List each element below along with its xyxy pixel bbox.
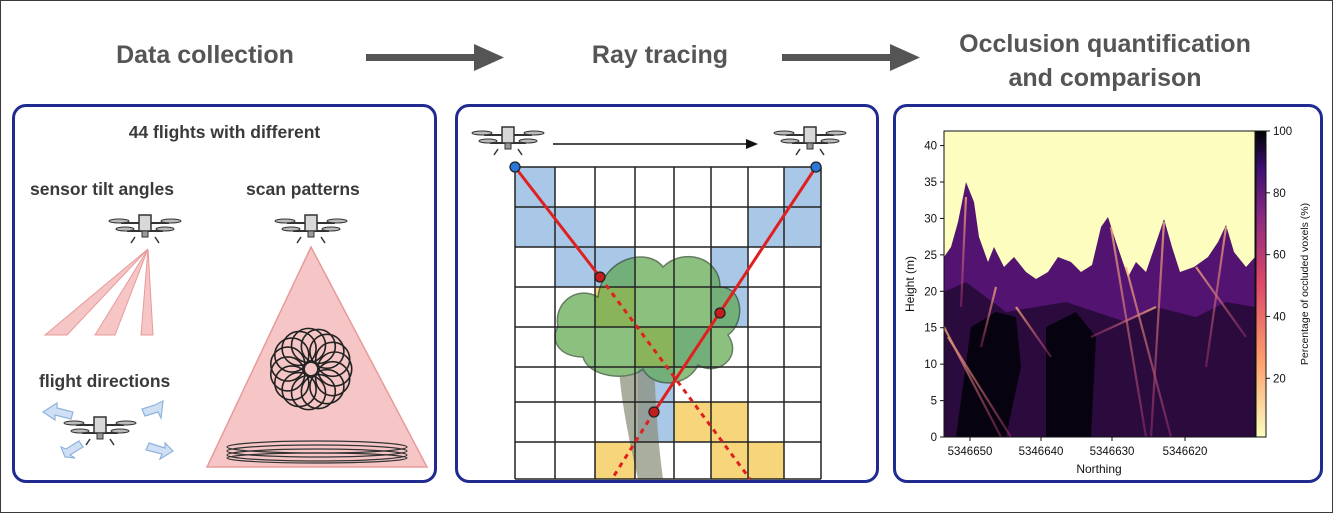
linear-scan-icon — [226, 440, 408, 464]
drone-icon — [108, 214, 182, 244]
drone-icon — [471, 126, 545, 156]
scan-patterns-label: scan patterns — [246, 179, 360, 199]
rays — [513, 166, 818, 480]
drone-icon — [274, 214, 348, 244]
step-title-occlusion-line1: Occlusion quantification — [959, 30, 1251, 58]
arrow-right-icon — [366, 44, 504, 71]
colorbar-tick-label: 20 — [1273, 373, 1286, 385]
y-tick-label: 15 — [924, 323, 937, 335]
y-tick-label: 35 — [924, 177, 937, 189]
y-axis-ticks: 0 5 10 15 20 25 30 35 40 — [924, 141, 944, 444]
flight-path-arrow-icon — [553, 139, 758, 149]
hit-points — [509, 161, 822, 418]
heatmap-image — [944, 131, 1255, 437]
voxel-grid — [514, 166, 822, 480]
y-tick-label: 30 — [924, 213, 937, 225]
colorbar-ticks: 20 40 60 80 100 — [1266, 126, 1292, 385]
ray-tracing-illustration — [471, 126, 847, 480]
rosette-scan-icon — [269, 327, 353, 411]
x-axis-ticks: 5346650 5346640 5346630 5346620 — [948, 437, 1208, 458]
step-title-ray-tracing: Ray tracing — [591, 41, 729, 69]
y-tick-label: 20 — [924, 286, 937, 298]
drone-icon — [773, 126, 847, 156]
colorbar-tick-label: 40 — [1273, 311, 1286, 323]
y-tick-label: 10 — [924, 359, 937, 371]
panel-ray-tracing — [455, 104, 879, 483]
flights-heading: 44 flights with different — [128, 122, 321, 142]
flight-directions-label: flight directions — [39, 371, 171, 391]
y-tick-label: 40 — [924, 141, 937, 153]
x-tick-label: 5346640 — [1019, 446, 1064, 458]
sensor-tilt-label: sensor tilt angles — [30, 179, 174, 199]
y-tick-label: 0 — [931, 432, 937, 444]
colorbar-tick-label: 100 — [1273, 126, 1292, 138]
colorbar — [1255, 130, 1267, 438]
colorbar-label: Percentage of occluded voxels (%) — [1299, 203, 1311, 365]
flow-arrows — [366, 44, 920, 71]
direction-arrows-icon — [41, 399, 174, 461]
y-tick-label: 5 — [931, 396, 937, 408]
colorbar-tick-label: 60 — [1273, 250, 1286, 262]
step-title-data-collection: Data collection — [116, 41, 294, 69]
data-collection-illustration — [41, 214, 429, 468]
colorbar-tick-label: 80 — [1273, 188, 1286, 200]
panel-data-collection: 44 flights with different sensor tilt an… — [12, 104, 437, 483]
x-tick-label: 5346620 — [1163, 446, 1208, 458]
y-tick-label: 25 — [924, 250, 937, 262]
drone-icon — [63, 416, 137, 446]
x-tick-label: 5346650 — [948, 446, 993, 458]
x-axis-label: Northing — [1076, 462, 1121, 476]
x-tick-label: 5346630 — [1090, 446, 1135, 458]
step-title-occlusion-line2: and comparison — [1008, 64, 1202, 92]
y-axis-label: Height (m) — [903, 256, 917, 312]
arrow-right-icon — [782, 44, 920, 71]
